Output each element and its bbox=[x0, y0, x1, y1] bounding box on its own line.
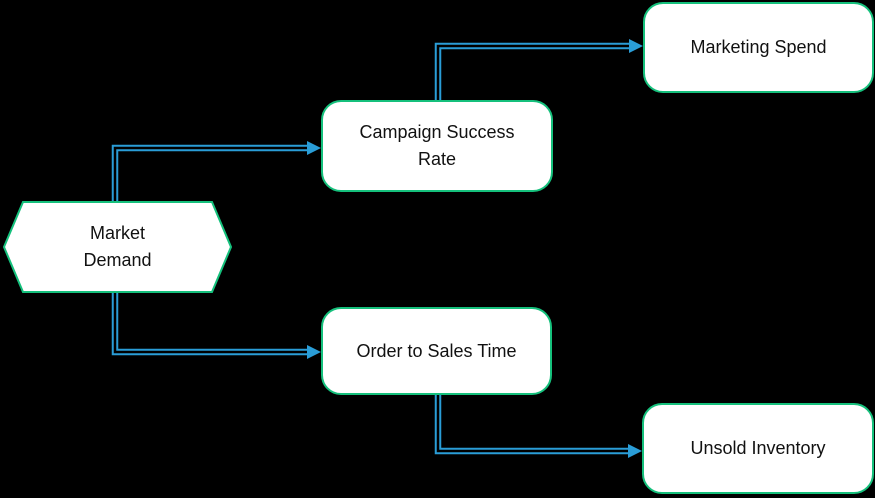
arrowhead-icon bbox=[628, 444, 642, 458]
edge-market-demand-to-order-to-sales-time bbox=[111, 288, 321, 359]
node-label: Campaign Success Rate bbox=[359, 122, 515, 169]
node-market-demand: Market Demand bbox=[3, 201, 232, 293]
node-marketing-spend: Marketing Spend bbox=[643, 2, 874, 93]
arrowhead-icon bbox=[307, 141, 321, 155]
arrowhead-icon bbox=[307, 345, 321, 359]
hexagon-shape bbox=[3, 201, 232, 293]
edge-campaign-success-rate-to-marketing-spend bbox=[434, 39, 643, 105]
edge-market-demand-to-campaign-success-rate bbox=[111, 141, 321, 206]
node-label: Market Demand bbox=[83, 223, 152, 270]
node-label: Unsold Inventory bbox=[690, 438, 826, 458]
node-label: Marketing Spend bbox=[690, 37, 827, 57]
node-campaign-success-rate: Campaign Success Rate bbox=[321, 100, 553, 192]
node-label: Order to Sales Time bbox=[356, 340, 517, 361]
node-unsold-inventory: Unsold Inventory bbox=[642, 403, 874, 494]
node-order-to-sales-time: Order to Sales Time bbox=[321, 307, 552, 395]
edge-order-to-sales-time-to-unsold-inventory bbox=[434, 390, 642, 458]
arrowhead-icon bbox=[629, 39, 643, 53]
